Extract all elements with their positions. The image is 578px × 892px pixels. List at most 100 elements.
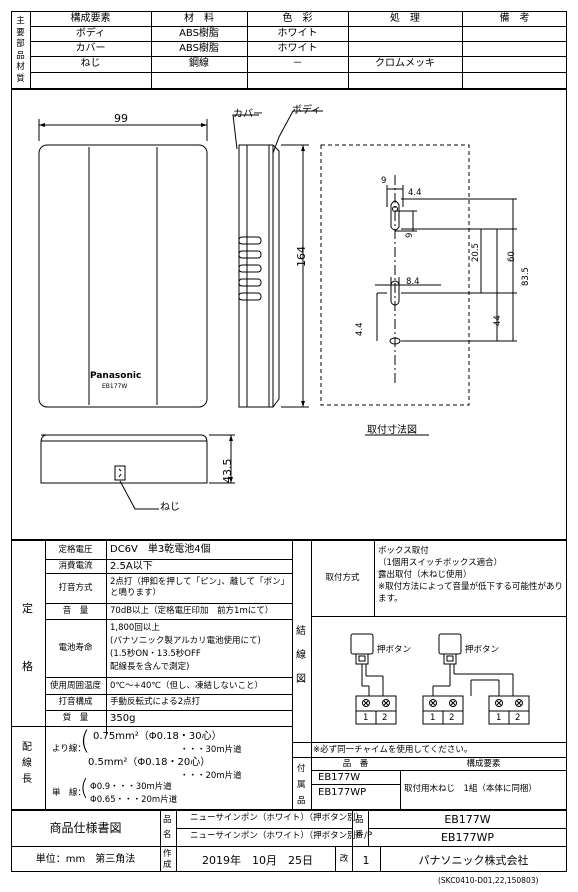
body-label: ボディ xyxy=(292,105,322,116)
mounting-plate xyxy=(320,144,470,406)
materials-cell: 鋼線 xyxy=(189,58,209,69)
spec-label: 打音構成 xyxy=(58,697,93,707)
front-view xyxy=(38,144,208,408)
materials-table xyxy=(11,11,567,89)
width-dim-label: 99 xyxy=(114,112,128,125)
dim-44b: 4.4 xyxy=(355,322,365,336)
screw-slot xyxy=(390,280,400,306)
hinban-1: EB177W xyxy=(444,813,491,826)
dim-835: 83.5 xyxy=(521,267,531,286)
spec-label: 電池寿命 xyxy=(58,643,93,653)
acc-side-label: 付属品 xyxy=(297,764,306,806)
keyhole xyxy=(390,200,400,231)
wire-side-label: 配線長 xyxy=(22,742,32,785)
materials-header-4: 処 理 xyxy=(390,13,420,24)
mount-label: 取付方式 xyxy=(325,573,360,583)
terminal-1: 1 xyxy=(430,713,436,723)
spec-label: 質 量 xyxy=(62,713,89,723)
created-date: 2019年 10月 25日 xyxy=(202,854,313,867)
spec-value: 1,800回以上 (パナソニック製アルカリ電池使用にて) (1.5秒ON・13.… xyxy=(110,623,261,672)
screw-label: ねじ xyxy=(160,502,180,513)
dim-9b: 9 xyxy=(405,232,415,238)
materials-cell: クロムメッキ xyxy=(375,58,435,69)
terminal-2: 2 xyxy=(515,713,521,723)
spec-label: 打音方式 xyxy=(58,583,93,593)
spec-label: 音 量 xyxy=(62,606,89,616)
created-label: 作成 xyxy=(163,849,172,870)
materials-header-3: 色 彩 xyxy=(282,13,313,24)
button-label-1: 押ボタン xyxy=(377,645,412,655)
technical-drawing xyxy=(38,110,517,510)
model-label: EB177W xyxy=(102,383,128,390)
spec-value: 2.5A以下 xyxy=(110,561,153,572)
wire-single-1: Φ0.9・・・30m片道 xyxy=(90,782,172,792)
specs-table xyxy=(11,540,567,810)
materials-cell: － xyxy=(292,58,303,69)
dim-60: 60 xyxy=(507,251,517,262)
specs-side-label: 定格 xyxy=(22,602,33,673)
hinban-2: EB177WP xyxy=(440,831,494,844)
wire-yori-label: より線： xyxy=(52,744,86,754)
brand-logo: Panasonic xyxy=(90,371,142,381)
materials-cell: ABS樹脂 xyxy=(179,43,219,54)
materials-cell: ホワイト xyxy=(277,43,318,54)
spec-label: 消費電流 xyxy=(58,561,93,571)
wiring-diagram xyxy=(350,633,530,725)
wire-single-label: 単 線： xyxy=(52,788,87,798)
unit-label: 単位：mm 第三角法 xyxy=(35,854,136,865)
wiring-note: ※必ず同一チャイムを使用してください。 xyxy=(313,745,473,755)
acc-header-no: 品 番 xyxy=(342,759,369,769)
mount-value: ボックス取付 （1個用スイッチボックス適合） 露出取付（木ねじ使用） ※取付方法… xyxy=(378,546,563,604)
materials-cell: ABS樹脂 xyxy=(179,28,219,39)
title-block xyxy=(11,810,567,872)
hinmei-2: ニューサインポン（ホワイト）（押ボタン別）/P xyxy=(190,831,373,841)
spec-value: 2点打（押釦を押して「ピン」、離して「ポン」と鳴ります） xyxy=(110,577,290,598)
dim-44a: 4.4 xyxy=(408,188,422,198)
doc-code: (SKC0410-D01,22,150803) xyxy=(438,876,539,885)
doc-title: 商品仕様書図 xyxy=(49,821,122,835)
spec-value: 手動反転式による2点打 xyxy=(110,697,201,707)
wire-yori-2b: ・・・20m片道 xyxy=(180,771,242,781)
wire-yori-1: 0.75mm²（Φ0.18・30心） xyxy=(93,731,222,742)
hinmei-1: ニューサインポン（ホワイト）（押ボタン別） xyxy=(190,813,365,823)
cover-label: カバー xyxy=(233,109,263,120)
materials-side-label: 主要部品材質 xyxy=(16,16,25,84)
rev-number: 1 xyxy=(362,854,370,867)
dim-205: 20.5 xyxy=(471,243,481,262)
spec-label: 使用周囲温度 xyxy=(49,681,101,691)
acc-header-parts: 構成要素 xyxy=(466,759,501,769)
terminal-1: 1 xyxy=(363,713,369,723)
materials-cell: ボディ xyxy=(75,28,106,39)
depth-dim-label: 43.5 xyxy=(221,458,234,484)
wire-single-2: Φ0.65・・・20m片道 xyxy=(90,795,178,805)
spec-value: 350g xyxy=(110,713,136,724)
bottom-view xyxy=(40,434,208,484)
dim-9a: 9 xyxy=(381,176,387,186)
wiring-side-label: 結線図 xyxy=(296,626,306,685)
acc-no-1: EB177W xyxy=(318,772,361,783)
company-name: パナソニック株式会社 xyxy=(418,854,529,867)
materials-header-1: 構成要素 xyxy=(70,13,111,24)
spec-value: DC6V 単3乾電池4個 xyxy=(110,544,211,555)
spec-value: 0℃〜+40℃（但し、凍結しないこと） xyxy=(110,681,263,691)
acc-parts: 取付用木ねじ 1組（本体に同梱） xyxy=(404,784,537,794)
materials-header-2: 材 料 xyxy=(184,13,214,24)
terminal-2: 2 xyxy=(449,713,455,723)
materials-header-5: 備 考 xyxy=(499,13,530,24)
materials-cell: ホワイト xyxy=(277,28,318,39)
height-dim-label: 164 xyxy=(295,246,308,267)
materials-cell: ねじ xyxy=(80,58,101,69)
wire-yori-1b: ・・・30m片道 xyxy=(180,745,242,755)
terminal-2: 2 xyxy=(382,713,388,723)
terminal-1: 1 xyxy=(496,713,502,723)
hinmei-label: 品名 xyxy=(163,815,172,840)
wire-yori-2: 0.5mm²（Φ0.18・20心） xyxy=(88,757,211,768)
rev-label: 改 xyxy=(339,854,349,864)
materials-cell: カバー xyxy=(75,43,106,54)
hinban-label: 品番 xyxy=(355,815,364,840)
spec-value: 70dB以上（定格電圧印加 前方1mにて） xyxy=(110,606,274,616)
spec-label: 定格電圧 xyxy=(58,545,93,555)
dim-84: 8.4 xyxy=(406,277,420,287)
acc-no-2: EB177WP xyxy=(318,787,367,798)
button-label-2: 押ボタン xyxy=(465,645,500,655)
